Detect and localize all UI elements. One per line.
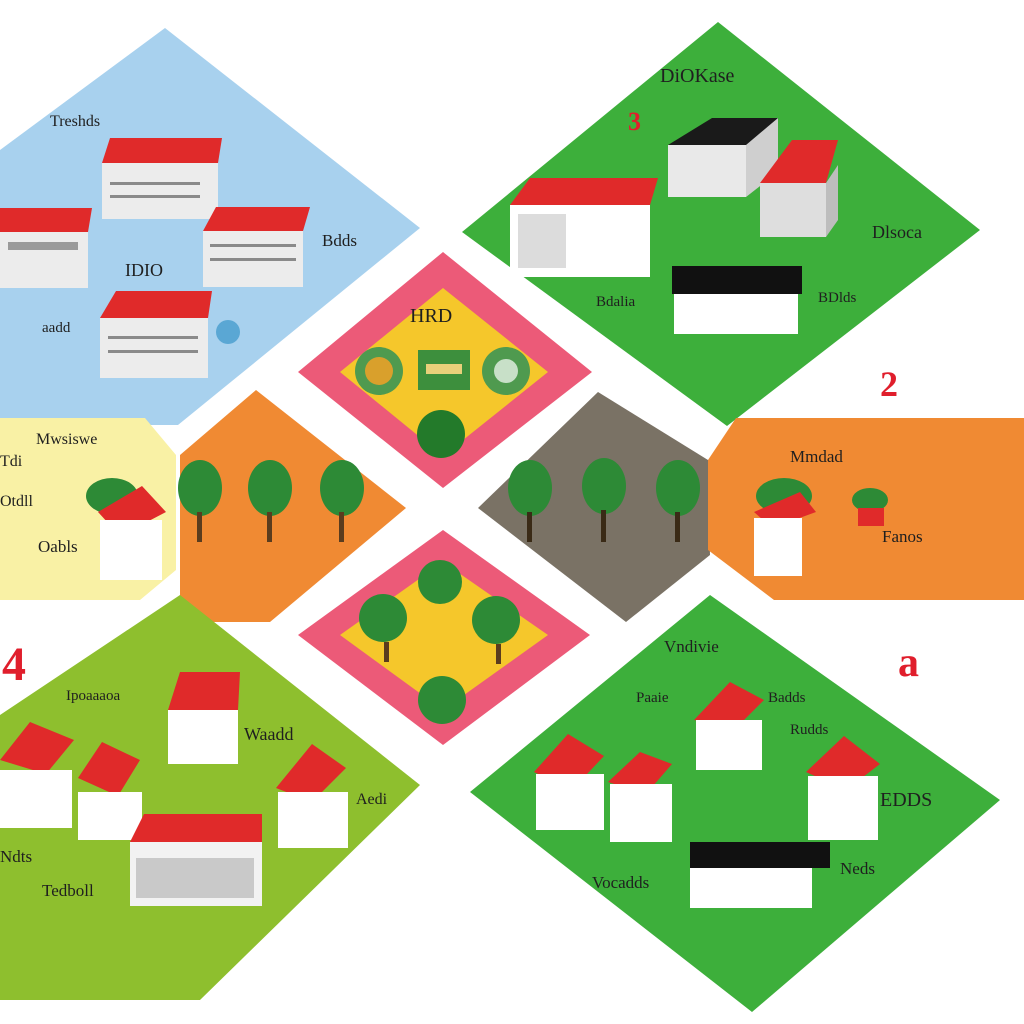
building-br-4 (806, 736, 880, 840)
label-tl-a: Treshds (50, 113, 100, 130)
label-br-g: Neds (840, 859, 875, 878)
label-ml-d: Tdi (0, 453, 23, 470)
building-tr-3 (510, 178, 658, 277)
label-ml-b: Otdll (0, 493, 33, 510)
building-blue-4 (100, 291, 212, 378)
label-br-b: Paaie (636, 690, 669, 706)
zone-green-bottom-right (470, 595, 1000, 1012)
building-br-5 (690, 842, 830, 908)
blue-ornament (216, 320, 240, 344)
center-bottom-items (359, 560, 520, 724)
label-bl-e: Aedi (356, 791, 388, 808)
label-bl-d: Tedboll (42, 881, 94, 900)
building-br-3 (608, 752, 672, 842)
label-br-f: Vocadds (592, 873, 649, 892)
building-blue-2 (0, 208, 92, 288)
building-tr-4 (672, 266, 802, 334)
trees-orange-left (178, 460, 364, 542)
label-br-c: Badds (768, 690, 806, 706)
label-bl-num: 4 (2, 638, 26, 691)
building-blue-3 (203, 207, 310, 287)
label-br-d: Rudds (790, 722, 829, 738)
label-tl-d: aadd (42, 320, 71, 336)
building-blue-1 (102, 138, 222, 219)
label-bl-b: Waadd (244, 724, 294, 744)
label-ctr-top: HRD (410, 305, 452, 327)
building-tr-2 (760, 140, 838, 237)
label-mr-num: 2 (880, 364, 898, 404)
trees-taupe (508, 458, 700, 542)
label-ml-a: Mwsiswe (36, 431, 97, 448)
building-olive-2 (0, 722, 74, 828)
label-ml-c: Oabls (38, 537, 78, 556)
label-tr-num: 3 (628, 107, 641, 136)
house-yellow-zone (86, 478, 166, 580)
zone-green-top-right (462, 22, 980, 426)
building-olive-1 (168, 672, 240, 764)
label-br-a: Vndivie (664, 637, 719, 656)
label-bl-c: Ndts (0, 847, 32, 866)
building-br-2 (534, 734, 604, 830)
label-br-e: EDDS (880, 789, 932, 811)
label-tl-c: IDIO (125, 260, 163, 280)
center-top-items (355, 347, 530, 458)
building-olive-3 (78, 742, 142, 840)
label-br-num: a (898, 640, 919, 686)
building-olive-5 (130, 814, 262, 906)
label-bl-a: Ipoaaaoa (66, 688, 120, 704)
label-tr-b: Dlsoca (872, 222, 922, 242)
label-tr-d: BDlds (818, 290, 857, 306)
label-tr-c: Bdalia (596, 294, 635, 310)
building-olive-4 (276, 744, 348, 848)
zone-olive (0, 595, 420, 1000)
building-br-1 (694, 682, 764, 770)
label-tl-b: Bdds (322, 231, 357, 250)
label-mr-b: Fanos (882, 527, 923, 546)
zone-orange-left (180, 390, 406, 622)
house-orange-right (754, 478, 888, 576)
label-mr-a: Mmdad (790, 447, 843, 466)
label-tr-a: DiOKase (660, 65, 735, 87)
